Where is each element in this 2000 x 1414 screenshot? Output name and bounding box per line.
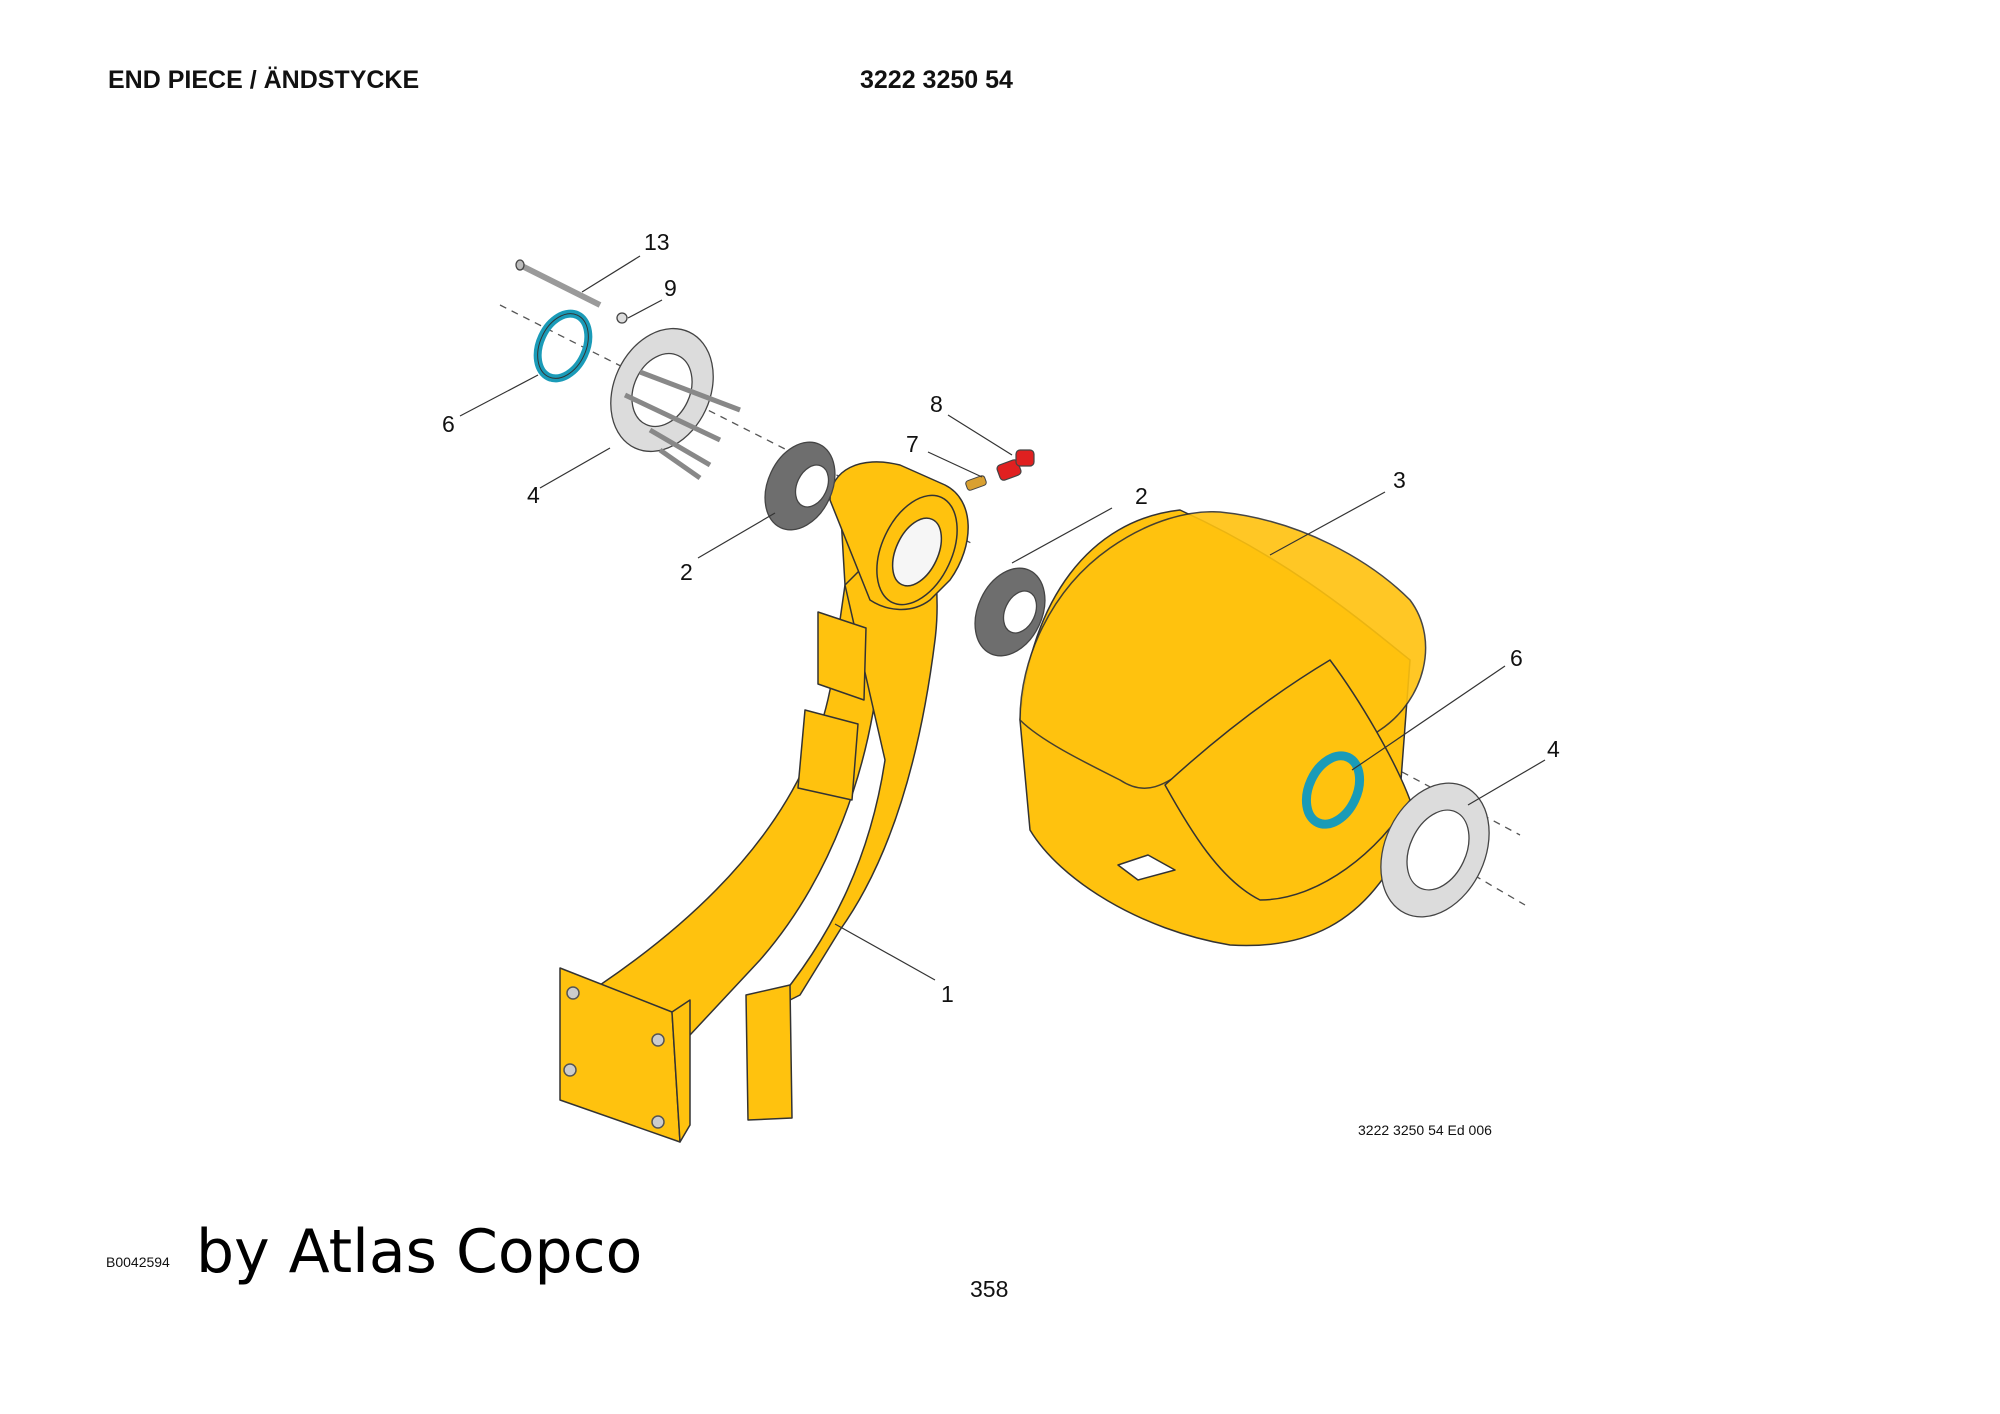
- callout-2-right: 2: [1135, 483, 1148, 509]
- callout-3: 3: [1393, 467, 1406, 493]
- end-piece-arm: [559, 461, 969, 1143]
- callout-4-top: 4: [527, 482, 540, 508]
- bearing-2-left: [764, 441, 836, 531]
- flange-4-top: [610, 327, 741, 481]
- callout-6-top: 6: [442, 411, 455, 437]
- page-number: 358: [970, 1276, 1009, 1302]
- drum-housing: [1019, 509, 1427, 947]
- seal-ring-6-right: [1301, 751, 1365, 829]
- grease-nipple-7: [965, 475, 987, 491]
- brand-watermark: by Atlas Copco: [196, 1217, 643, 1287]
- callout-9: 9: [664, 275, 677, 301]
- page-title: END PIECE / ÄNDSTYCKE: [108, 66, 420, 94]
- bolt-13: [515, 259, 602, 308]
- callout-4-right: 4: [1547, 736, 1560, 762]
- image-code: B0042594: [106, 1254, 170, 1270]
- flange-4-right: [1380, 782, 1490, 918]
- edition-label: 3222 3250 54 Ed 006: [1358, 1122, 1492, 1138]
- callout-7: 7: [906, 431, 919, 457]
- callout-1: 1: [941, 981, 954, 1007]
- callout-labels: 13 9 6 4 2 8 7 2 3 1 6 4: [442, 229, 1560, 1007]
- seal-ring-6-top: [533, 309, 593, 383]
- washer-9: [616, 312, 628, 324]
- fitting-cap-8: [996, 449, 1035, 481]
- callout-6-right: 6: [1510, 645, 1523, 671]
- document-number: 3222 3250 54: [860, 66, 1013, 94]
- callout-8: 8: [930, 391, 943, 417]
- callout-13: 13: [644, 229, 670, 255]
- leader-lines: [459, 255, 1546, 981]
- callout-2-left: 2: [680, 559, 693, 585]
- bearing-2-right: [974, 567, 1046, 657]
